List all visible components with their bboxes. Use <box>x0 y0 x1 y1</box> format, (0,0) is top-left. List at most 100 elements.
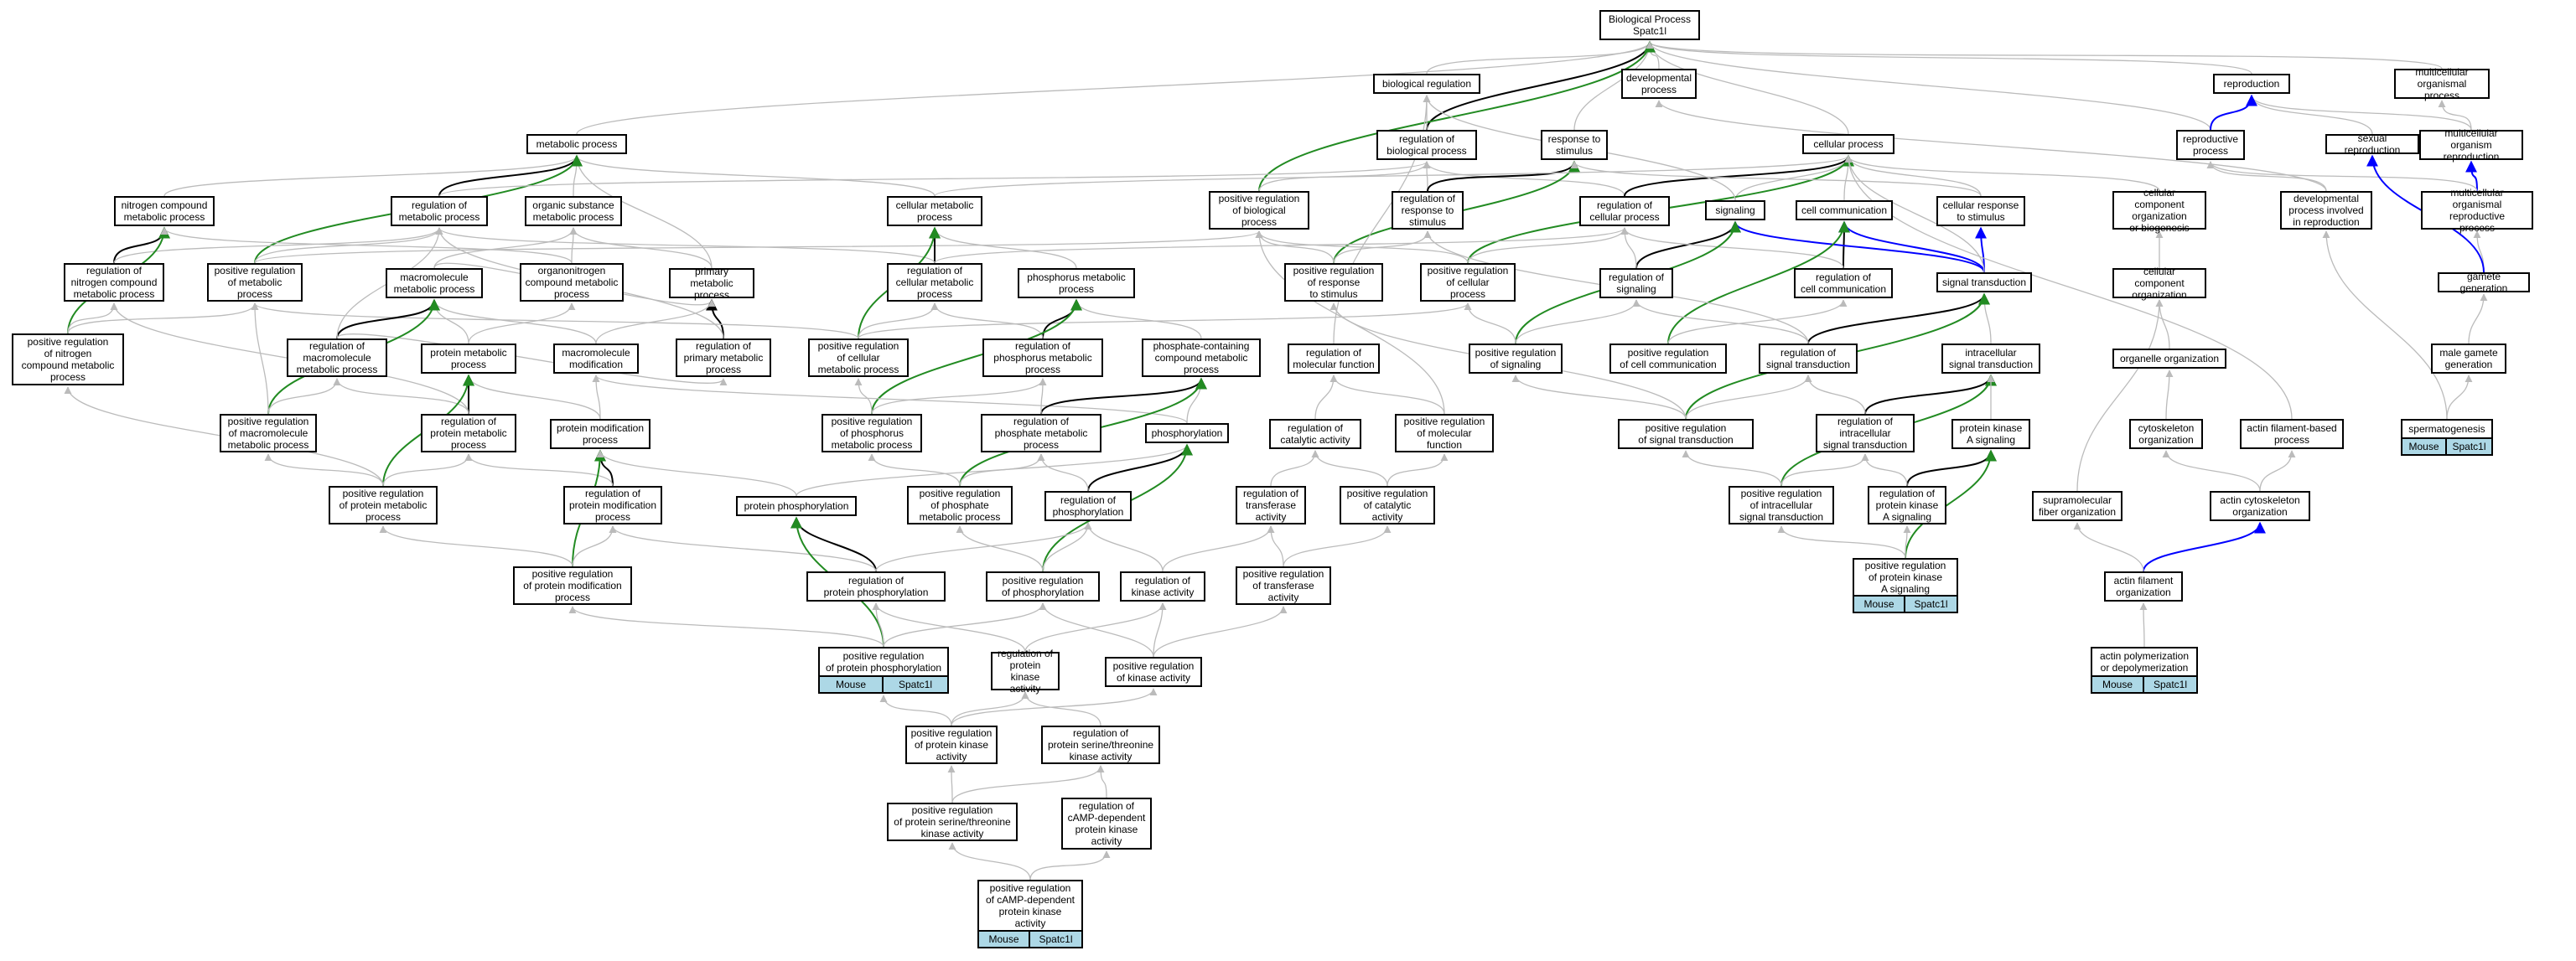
go-term-regmacro[interactable]: regulation of macromolecule metabolic pr… <box>287 338 387 377</box>
go-term-multiorg[interactable]: multicellular organismal process <box>2394 66 2490 101</box>
go-term-regpka[interactable]: regulation of protein kinase A signaling <box>1868 486 1946 524</box>
go-term-primary[interactable]: primary metabolic process <box>669 266 754 301</box>
go-term-regbio[interactable]: regulation of biological process <box>1376 130 1477 160</box>
go-term-regmet[interactable]: regulation of metabolic process <box>391 196 488 226</box>
go-term-posregintra[interactable]: positive regulation of intracellular sig… <box>1729 486 1834 524</box>
go-term-regcellmet[interactable]: regulation of cellular metabolic process <box>887 263 982 302</box>
go-term-actinfilorg[interactable]: actin filament organization <box>2104 571 2183 602</box>
go-term-multirepproc[interactable]: multicellular organismal reproductive pr… <box>2421 187 2533 234</box>
go-term-cytoskel[interactable]: cytoskeleton organization <box>2129 419 2203 449</box>
go-term-ccorg[interactable]: cellular component organization or bioge… <box>2112 187 2206 234</box>
go-term-posregphosphorylation[interactable]: positive regulation of phosphorylation <box>986 571 1100 602</box>
go-term-posregcamp[interactable]: positive regulation of cAMP-dependent pr… <box>977 880 1083 932</box>
go-term-phosphorylation[interactable]: phosphorylation <box>1145 423 1229 443</box>
go-term-organonit[interactable]: organonitrogen compound metabolic proces… <box>520 263 624 302</box>
go-term-posregbio[interactable]: positive regulation of biological proces… <box>1209 191 1309 230</box>
go-term-posregcellcomm[interactable]: positive regulation of cell communicatio… <box>1609 344 1727 374</box>
go-term-supramol[interactable]: supramolecular fiber organization <box>2032 491 2122 521</box>
go-term-regresp[interactable]: regulation of response to stimulus <box>1392 191 1464 230</box>
go-term-regcat[interactable]: regulation of catalytic activity <box>1269 419 1361 449</box>
go-term-posregphosmet[interactable]: positive regulation of phosphorus metabo… <box>822 414 922 452</box>
go-term-posregkinase[interactable]: positive regulation of kinase activity <box>1105 657 1202 687</box>
go-term-regserthr[interactable]: regulation of protein serine/threonine k… <box>1041 726 1160 764</box>
go-term-intrasig[interactable]: intracellular signal transduction <box>1941 344 2040 374</box>
go-term-posregprotmet[interactable]: positive regulation of protein metabolic… <box>329 486 438 524</box>
go-term-nitro[interactable]: nitrogen compound metabolic process <box>114 196 215 226</box>
go-term-macromod[interactable]: macromolecule modification <box>553 344 639 374</box>
go-term-regtransf[interactable]: regulation of transferase activity <box>1236 486 1306 524</box>
go-term-regprotkin[interactable]: regulation of protein kinase activity <box>991 648 1060 695</box>
go-term-protphos[interactable]: protein phosphorylation <box>736 496 857 516</box>
go-term-spermato[interactable]: spermatogenesis <box>2401 419 2493 439</box>
go-term-posregcell[interactable]: positive regulation of cellular process <box>1420 263 1516 302</box>
go-term-regintra[interactable]: regulation of intracellular signal trans… <box>1816 414 1915 452</box>
edge-is-a-posregphosphate-to-regphosphate <box>959 453 1045 487</box>
go-term-regphosphate[interactable]: regulation of phosphate metabolic proces… <box>981 414 1101 452</box>
go-term-regphosphorylation[interactable]: regulation of phosphorylation <box>1044 491 1132 521</box>
go-term-cellproc[interactable]: cellular process <box>1802 134 1894 154</box>
go-term-macro[interactable]: macromolecule metabolic process <box>386 268 483 298</box>
go-term-regmolfn[interactable]: regulation of molecular function <box>1288 344 1380 374</box>
go-term-regnitro[interactable]: regulation of nitrogen compound metaboli… <box>64 263 164 302</box>
go-term-posregprotkin[interactable]: positive regulation of protein kinase ac… <box>905 726 998 764</box>
go-term-posregcellmet[interactable]: positive regulation of cellular metaboli… <box>808 338 909 377</box>
go-term-bioreg[interactable]: biological regulation <box>1373 74 1480 94</box>
go-term-regcamp[interactable]: regulation of cAMP-dependent protein kin… <box>1061 798 1152 850</box>
go-term-ccorg2[interactable]: cellular component organization <box>2112 266 2206 301</box>
go-term-regprim[interactable]: regulation of primary metabolic process <box>676 338 771 377</box>
go-term-posregtransf[interactable]: positive regulation of transferase activ… <box>1236 566 1331 605</box>
go-term-signaling[interactable]: signaling <box>1705 200 1765 220</box>
go-term-posregprotmod[interactable]: positive regulation of protein modificat… <box>513 566 632 605</box>
go-term-malegam[interactable]: male gamete generation <box>2431 344 2506 374</box>
go-term-posregserthr[interactable]: positive regulation of protein serine/th… <box>887 803 1018 841</box>
go-term-devproc[interactable]: developmental process <box>1621 69 1697 99</box>
go-term-phoscont[interactable]: phosphate-containing compound metabolic … <box>1142 338 1261 377</box>
go-term-posregsig[interactable]: positive regulation of signaling <box>1469 344 1563 374</box>
edge-is-a-multiorg-to-bp <box>1646 41 2443 70</box>
go-term-posregsigtrans[interactable]: positive regulation of signal transducti… <box>1618 419 1754 449</box>
go-term-posregcat[interactable]: positive regulation of catalytic activit… <box>1340 486 1435 524</box>
go-term-posregpka[interactable]: positive regulation of protein kinase A … <box>1853 558 1958 597</box>
go-term-actinfil[interactable]: actin filament-based process <box>2240 419 2344 449</box>
go-term-actinpoly[interactable]: actin polymerization or depolymerization <box>2091 647 2198 677</box>
go-term-posregmacro[interactable]: positive regulation of macromolecule met… <box>220 414 317 452</box>
go-term-organelle[interactable]: organelle organization <box>2112 349 2226 369</box>
go-term-regsig[interactable]: regulation of signaling <box>1599 268 1673 298</box>
go-term-regprotmod[interactable]: regulation of protein modification proce… <box>563 486 662 524</box>
go-term-reproproc[interactable]: reproductive process <box>2176 130 2245 160</box>
go-term-regkinase[interactable]: regulation of kinase activity <box>1120 571 1205 602</box>
go-term-regcell[interactable]: regulation of cellular process <box>1579 196 1670 226</box>
go-term-actincyto[interactable]: actin cytoskeleton organization <box>2210 491 2310 521</box>
go-term-posregresp[interactable]: positive regulation of response to stimu… <box>1284 263 1383 302</box>
go-term-posregmolfn[interactable]: positive regulation of molecular functio… <box>1395 414 1494 452</box>
go-term-sigtrans[interactable]: signal transduction <box>1936 272 2032 292</box>
go-term-multirep[interactable]: multicellular organism reproduction <box>2419 127 2523 163</box>
go-term-orgsub[interactable]: organic substance metabolic process <box>525 196 622 226</box>
go-term-repro[interactable]: reproduction <box>2213 74 2290 94</box>
go-term-protmod[interactable]: protein modification process <box>550 419 650 449</box>
go-term-phosmet[interactable]: phosphorus metabolic process <box>1018 268 1135 298</box>
go-term-metab[interactable]: metabolic process <box>526 134 627 154</box>
go-term-pka[interactable]: protein kinase A signaling <box>1951 419 2030 449</box>
go-term-resp[interactable]: response to stimulus <box>1541 130 1608 160</box>
go-term-posregnitro[interactable]: positive regulation of nitrogen compound… <box>12 333 124 385</box>
go-term-posregmet[interactable]: positive regulation of metabolic process <box>207 263 303 302</box>
go-term-cellcomm[interactable]: cell communication <box>1796 200 1893 220</box>
go-term-protmet[interactable]: protein metabolic process <box>421 344 516 374</box>
go-term-regcellcomm[interactable]: regulation of cell communication <box>1794 268 1893 298</box>
species-badge-spermato: Mouse <box>2401 437 2447 456</box>
go-term-regsigtrans[interactable]: regulation of signal transduction <box>1759 344 1858 374</box>
go-term-gamete[interactable]: gamete generation <box>2438 271 2530 294</box>
go-term-posregprotphos[interactable]: positive regulation of protein phosphory… <box>818 647 949 677</box>
go-term-devrep[interactable]: developmental process involved in reprod… <box>2280 191 2372 230</box>
go-term-sexrep[interactable]: sexual reproduction <box>2325 132 2419 156</box>
go-term-regprotmet[interactable]: regulation of protein metabolic process <box>421 414 516 452</box>
edge-part-of-regprotmod-to-protmod <box>594 449 614 487</box>
go-term-cellmet[interactable]: cellular metabolic process <box>887 196 982 226</box>
go-term-bp[interactable]: Biological Process Spatc1l <box>1599 10 1700 40</box>
go-term-posregphosphate[interactable]: positive regulation of phosphate metabol… <box>907 486 1013 524</box>
edge-is-a-resp-to-bp <box>1573 41 1654 131</box>
go-term-regprotphos[interactable]: regulation of protein phosphorylation <box>806 571 946 602</box>
go-term-regphosmet[interactable]: regulation of phosphorus metabolic proce… <box>982 338 1103 377</box>
go-term-cellresp[interactable]: cellular response to stimulus <box>1936 196 2025 226</box>
